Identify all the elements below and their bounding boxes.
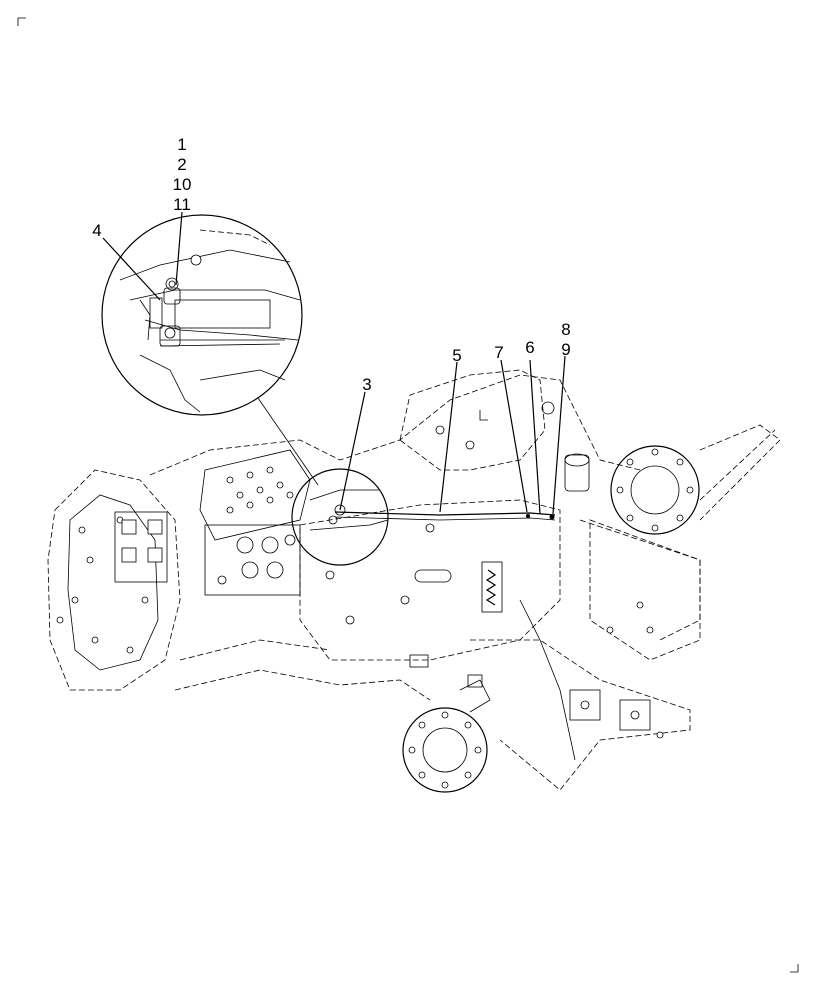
leader-lines <box>102 211 566 515</box>
leader-8-9 <box>552 355 566 515</box>
spring <box>481 561 503 613</box>
leader-4 <box>102 237 161 301</box>
fitting-upper <box>163 277 181 305</box>
leader-3 <box>339 391 366 511</box>
callout-3: 3 <box>362 375 371 394</box>
callout-1: 1 <box>177 135 186 154</box>
control-rod <box>334 511 556 521</box>
detail-connector-line <box>257 397 319 486</box>
callout-8: 8 <box>561 320 570 339</box>
transmission-housing <box>47 369 781 793</box>
lower-cable <box>519 599 576 761</box>
leader-1-2-10-11 <box>175 211 183 286</box>
leader-7 <box>500 359 528 513</box>
callout-10: 10 <box>173 175 192 194</box>
crop-mark-icon <box>17 17 26 26</box>
callout-4: 4 <box>92 221 101 240</box>
callout-7: 7 <box>494 343 503 362</box>
callout-9: 9 <box>561 340 570 359</box>
leader-6 <box>529 359 541 515</box>
callout-5: 5 <box>452 346 461 365</box>
callout-2: 2 <box>177 155 186 174</box>
leader-5 <box>439 361 458 513</box>
callout-labels: 1 2 10 11 4 3 5 7 6 8 9 <box>92 135 570 394</box>
detail-magnifier-circle <box>101 214 303 416</box>
crop-mark-icon <box>790 964 799 973</box>
callout-6: 6 <box>525 338 534 357</box>
fitting-lower <box>159 325 181 347</box>
callout-11: 11 <box>173 195 191 214</box>
